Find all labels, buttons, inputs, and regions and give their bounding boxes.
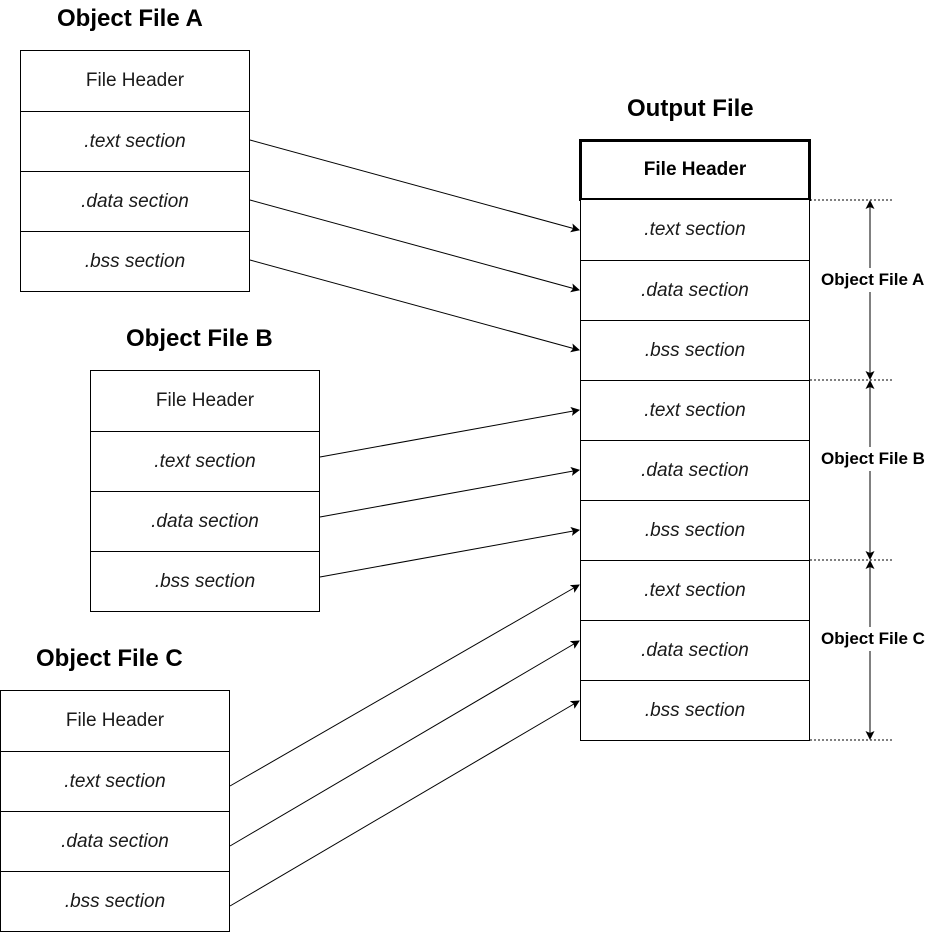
object-file-b-text-section: .text section — [91, 431, 319, 491]
arrow-b-text — [319, 407, 580, 458]
output-c-bss-section: .bss section — [581, 680, 809, 740]
object-file-a-file-header: File Header — [85, 70, 185, 91]
object-file-c-data-section: .data section — [1, 811, 229, 871]
output-a-bss-section: .bss section — [581, 320, 809, 380]
arrow-a-bss — [249, 259, 580, 353]
arrow-a-data — [249, 199, 580, 293]
object-file-b-data-section: .data section — [91, 491, 319, 551]
arrow-a-text — [249, 139, 580, 233]
group-label-object-file-b: Object File B — [821, 447, 925, 471]
output-file-box: .text section .data section .bss section… — [580, 200, 810, 741]
arrow-b-bss — [319, 527, 580, 578]
arrow-c-text — [229, 584, 580, 787]
object-file-a-data-section: .data section — [21, 171, 249, 231]
output-b-text-section: .text section — [581, 380, 809, 440]
output-file-header: File Header — [579, 139, 811, 201]
output-a-data-section: .data section — [581, 260, 809, 320]
object-file-c-bss-section: .bss section — [1, 871, 229, 931]
object-file-c-file-header: File Header — [65, 710, 165, 731]
arrow-c-data — [229, 640, 580, 847]
output-file-title: Output File — [627, 95, 754, 122]
group-label-object-file-a: Object File A — [821, 268, 925, 292]
arrow-b-data — [319, 467, 580, 518]
object-file-b-file-header: File Header — [155, 390, 255, 411]
object-file-a-box: File Header .text section .data section … — [20, 50, 250, 292]
arrow-c-bss — [229, 700, 580, 907]
object-file-a-text-section: .text section — [21, 111, 249, 171]
object-file-c-text-section: .text section — [1, 751, 229, 811]
output-b-data-section: .data section — [581, 440, 809, 500]
output-a-text-section: .text section — [644, 219, 746, 240]
group-label-object-file-c: Object File C — [821, 627, 925, 651]
object-file-b-bss-section: .bss section — [91, 551, 319, 611]
object-file-b-box: File Header .text section .data section … — [90, 370, 320, 612]
object-file-c-box: File Header .text section .data section … — [0, 690, 230, 932]
object-file-c-title: Object File C — [36, 645, 183, 672]
output-c-text-section: .text section — [581, 560, 809, 620]
output-b-bss-section: .bss section — [581, 500, 809, 560]
object-file-a-title: Object File A — [57, 5, 203, 32]
object-file-b-title: Object File B — [126, 325, 273, 352]
output-c-data-section: .data section — [581, 620, 809, 680]
object-file-a-bss-section: .bss section — [21, 231, 249, 291]
